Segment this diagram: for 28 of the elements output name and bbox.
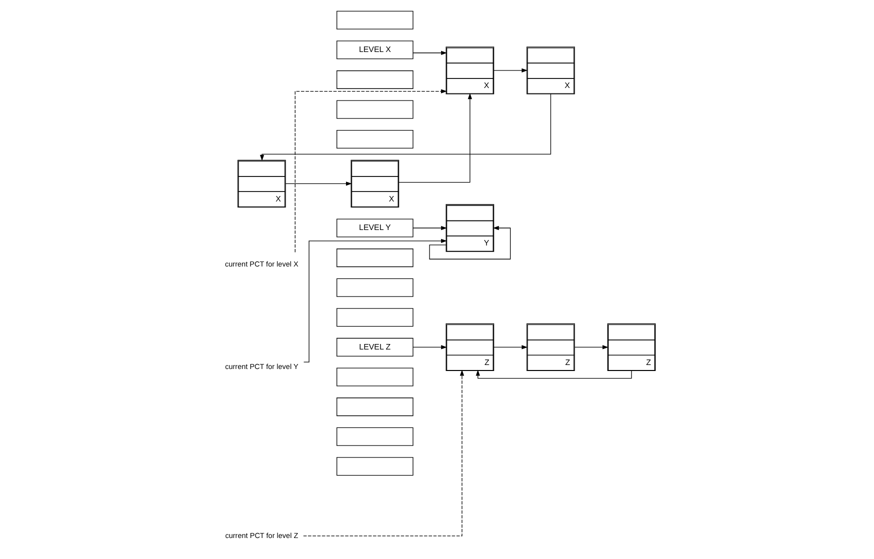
- node-box: [336, 368, 413, 386]
- arrow: [493, 68, 528, 73]
- node-box: [336, 457, 413, 476]
- node-box: [336, 308, 413, 327]
- node-box: [336, 70, 413, 89]
- arrow: [574, 345, 608, 350]
- node-box: [336, 278, 413, 297]
- node-box: [336, 10, 413, 30]
- arrow: [475, 370, 632, 379]
- node-box: [336, 398, 413, 416]
- node-box: [336, 427, 413, 446]
- arrow: [284, 182, 352, 186]
- node-text: current PCT for level Z: [224, 530, 298, 540]
- arrow: [302, 238, 447, 362]
- arrow: [412, 345, 447, 350]
- node-text: current PCT for level X: [224, 259, 298, 268]
- node-text: current PCT for level Y: [224, 362, 298, 371]
- arrow: [493, 345, 528, 350]
- arrow: [294, 89, 446, 253]
- arrow: [398, 93, 472, 183]
- arrow: [428, 226, 510, 260]
- node-box: [336, 100, 413, 119]
- arrow: [412, 226, 447, 230]
- arrow: [259, 94, 551, 161]
- node-box: [336, 130, 413, 149]
- arrow: [302, 370, 464, 536]
- node-box: [336, 248, 413, 268]
- arrow: [412, 50, 447, 55]
